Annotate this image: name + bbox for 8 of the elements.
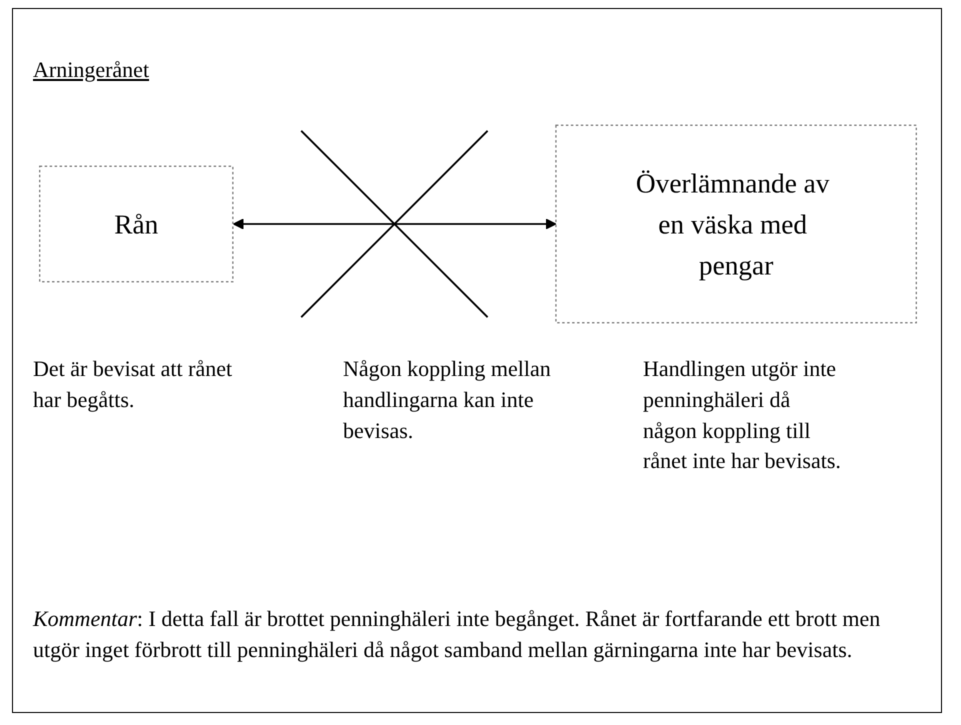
arrow <box>232 218 556 230</box>
comment-text: Kommentar: I detta fall är brottet penninghäleri inte begånget. Rånet är fortfarande ett brott men utgör inget förbrott till penninghäleri då något samband mellan gärningarna inte har bevisats. <box>33 605 882 664</box>
note-text: Det är bevisat att rånet har begåtts. <box>33 355 233 414</box>
node-box: Överlämnande av en väska med pengar <box>555 124 917 324</box>
diagram-title: Arningerånet <box>33 57 150 83</box>
note-text: Handlingen utgör inte penninghäleri då någon koppling till rånet inte har bevisats. <box>643 355 842 476</box>
node-box: Rån <box>39 166 234 282</box>
note-text: Någon koppling mellan handlingarna kan inte bevisas. <box>343 355 552 445</box>
